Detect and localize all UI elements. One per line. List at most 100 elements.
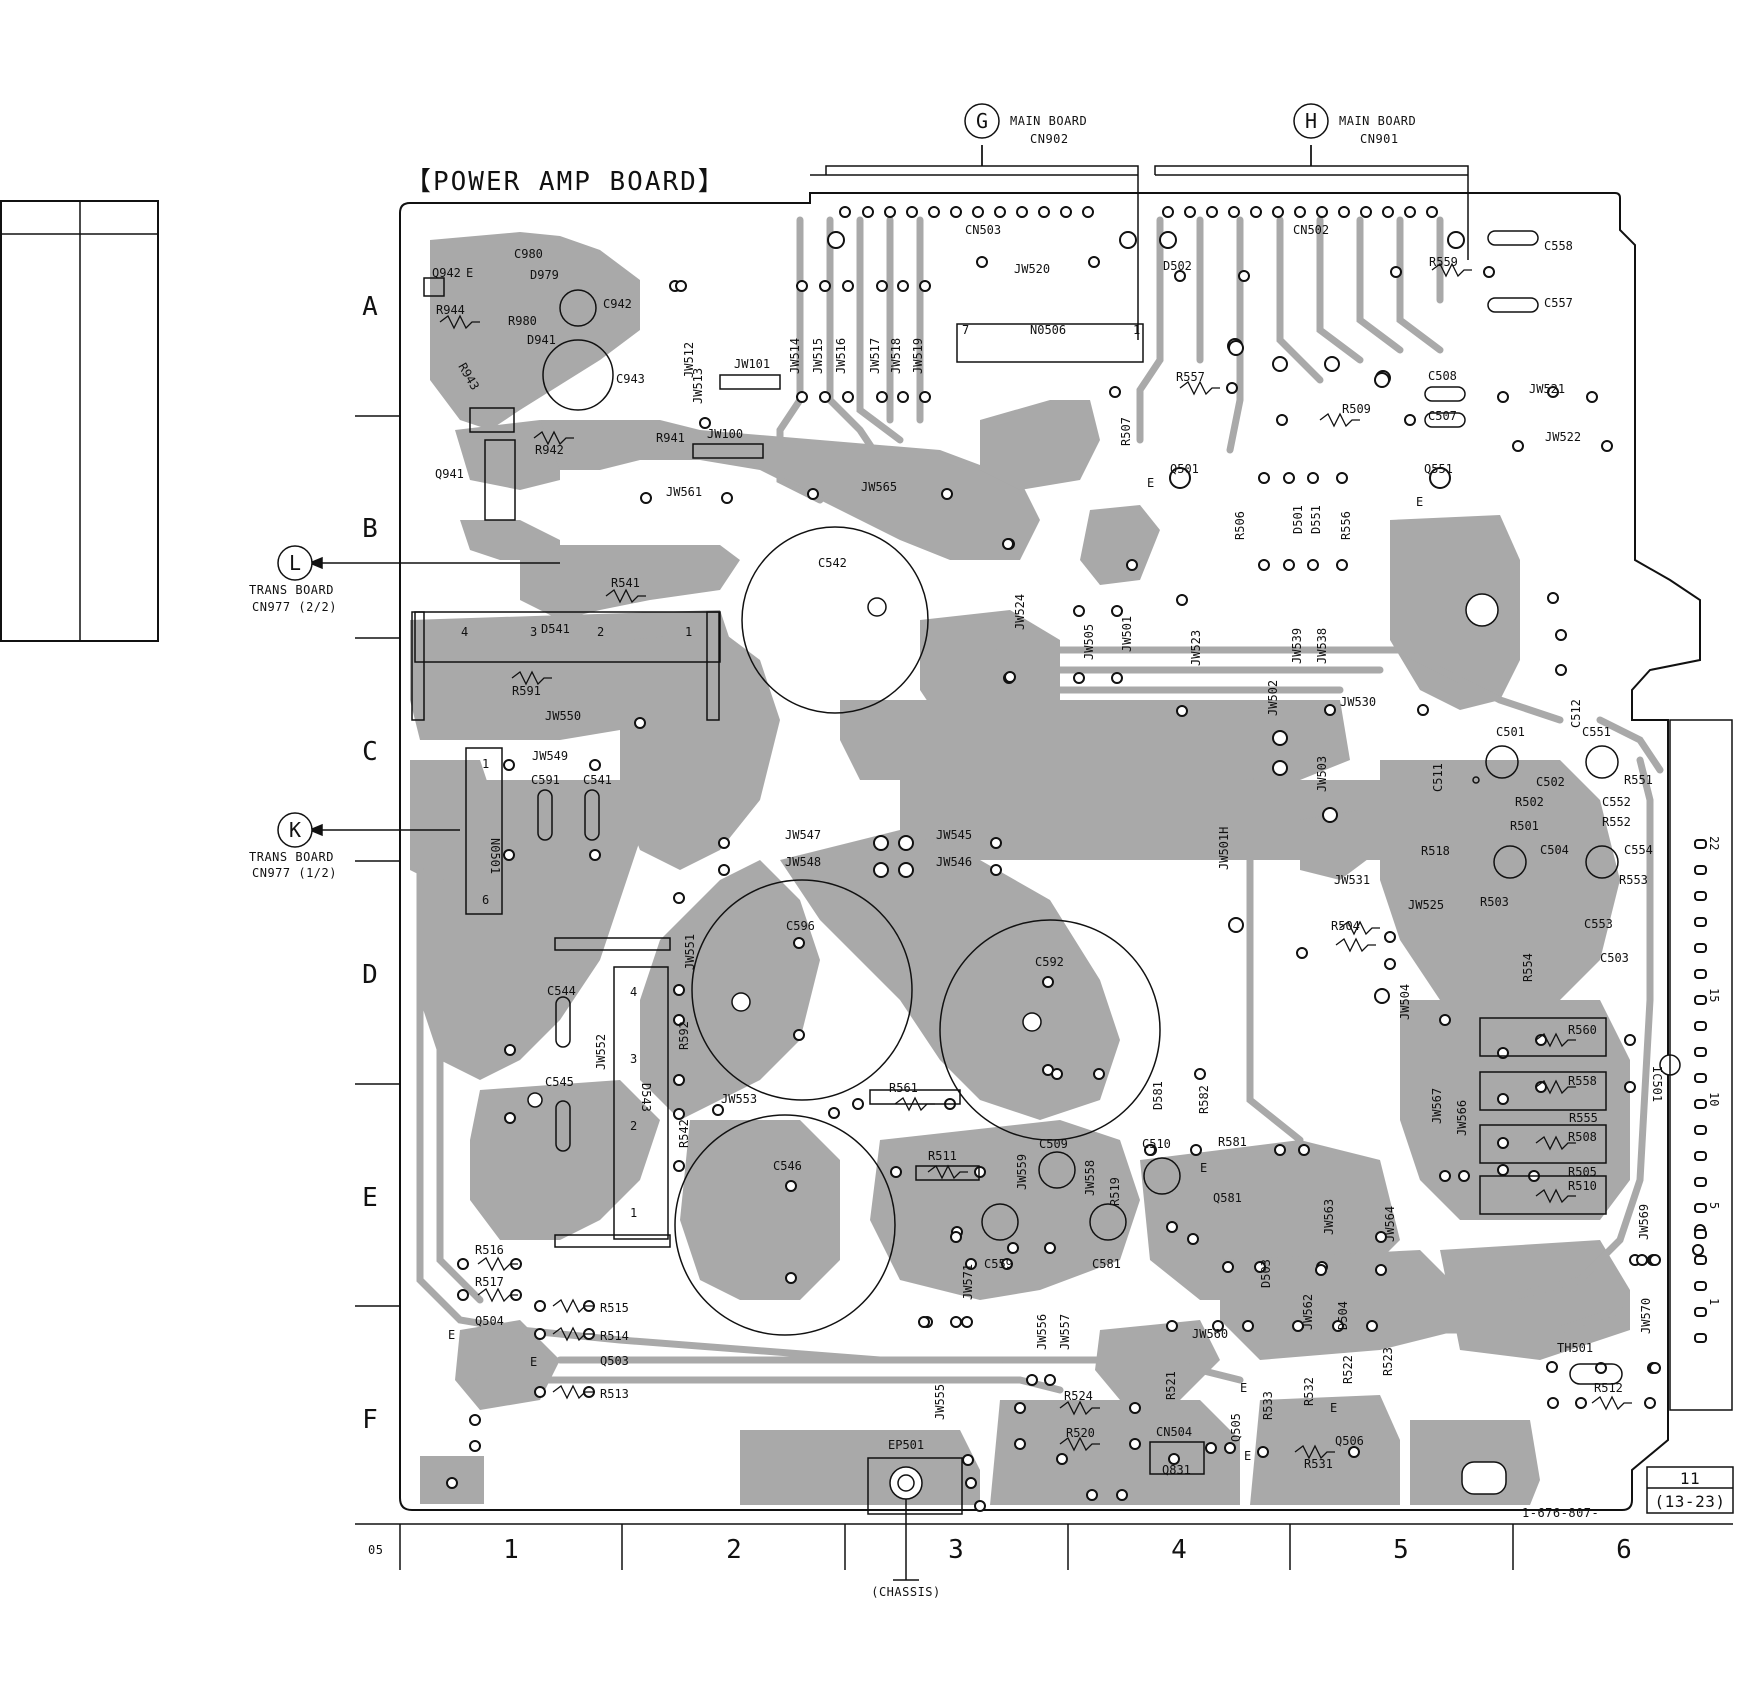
svg-text:TRANS BOARD: TRANS BOARD	[249, 583, 334, 597]
capacitor-labels: C980 C942 C943 C542 C591 C541 C596 C592 …	[514, 239, 1653, 1271]
svg-text:CN902: CN902	[1030, 132, 1069, 146]
svg-text:C596: C596	[786, 919, 815, 933]
svg-text:JW551: JW551	[683, 934, 697, 970]
svg-text:JW530: JW530	[1340, 695, 1376, 709]
svg-text:C942: C942	[603, 297, 632, 311]
svg-text:R556: R556	[1339, 511, 1353, 540]
svg-text:C504: C504	[1540, 843, 1569, 857]
svg-text:E: E	[362, 1183, 378, 1213]
svg-text:R582: R582	[1197, 1085, 1211, 1114]
svg-text:K: K	[289, 818, 301, 842]
svg-text:C557: C557	[1544, 296, 1573, 310]
svg-text:JW547: JW547	[785, 828, 821, 842]
svg-text:L: L	[289, 551, 301, 575]
svg-text:JW549: JW549	[532, 749, 568, 763]
svg-text:D502: D502	[1163, 259, 1192, 273]
connector-brackets	[810, 145, 1469, 340]
svg-text:R522: R522	[1341, 1355, 1355, 1384]
svg-text:E: E	[530, 1355, 537, 1369]
svg-text:C559: C559	[984, 1257, 1013, 1271]
pads	[446, 206, 1706, 1512]
svg-text:5: 5	[1393, 1535, 1409, 1565]
connection-g: G MAIN BOARD CN902	[964, 103, 1087, 146]
svg-text:TRANS BOARD: TRANS BOARD	[249, 850, 334, 864]
svg-text:C542: C542	[818, 556, 847, 570]
svg-text:1: 1	[630, 1206, 637, 1220]
svg-text:R980: R980	[508, 314, 537, 328]
svg-text:1: 1	[503, 1535, 519, 1565]
svg-text:JW561: JW561	[666, 485, 702, 499]
svg-text:R503: R503	[1480, 895, 1509, 909]
svg-text:D581: D581	[1151, 1081, 1165, 1110]
svg-text:D541: D541	[541, 622, 570, 636]
svg-text:JW521: JW521	[1529, 382, 1565, 396]
svg-text:R501: R501	[1510, 819, 1539, 833]
svg-text:JW567: JW567	[1430, 1088, 1444, 1124]
svg-text:JW565: JW565	[861, 480, 897, 494]
svg-text:R581: R581	[1218, 1135, 1247, 1149]
svg-text:R502: R502	[1515, 795, 1544, 809]
svg-text:D: D	[362, 960, 378, 990]
svg-text:3: 3	[630, 1052, 637, 1066]
svg-text:JW564: JW564	[1383, 1206, 1397, 1242]
svg-text:R542: R542	[677, 1119, 691, 1148]
svg-text:R517: R517	[475, 1275, 504, 1289]
svg-text:R508: R508	[1568, 1130, 1597, 1144]
svg-text:JW522: JW522	[1545, 430, 1581, 444]
svg-text:D504: D504	[1336, 1301, 1350, 1330]
svg-text:JW562: JW562	[1301, 1294, 1315, 1330]
svg-text:JW550: JW550	[545, 709, 581, 723]
svg-text:R560: R560	[1568, 1023, 1597, 1037]
svg-text:R942: R942	[535, 443, 564, 457]
svg-text:JW566: JW566	[1455, 1100, 1469, 1136]
resistor-labels: R944 R980 R943 R942 R941 R541 R591 R557 …	[436, 255, 1653, 1471]
svg-text:JW524: JW524	[1013, 594, 1027, 630]
svg-text:2: 2	[597, 625, 604, 639]
svg-text:C553: C553	[1584, 917, 1613, 931]
svg-text:7: 7	[962, 323, 969, 337]
svg-text:R515: R515	[600, 1301, 629, 1315]
svg-text:JW555: JW555	[933, 1384, 947, 1420]
svg-text:C551: C551	[1582, 725, 1611, 739]
part-number: 1-676-807-	[1522, 1506, 1599, 1520]
svg-text:Q503: Q503	[600, 1354, 629, 1368]
page-box: 11 (13-23)	[1646, 1466, 1734, 1514]
svg-text:R506: R506	[1233, 511, 1247, 540]
svg-text:R516: R516	[475, 1243, 504, 1257]
svg-text:R514: R514	[600, 1329, 629, 1343]
svg-text:JW569: JW569	[1637, 1204, 1651, 1240]
svg-text:C503: C503	[1600, 951, 1629, 965]
svg-text:C501: C501	[1496, 725, 1525, 739]
svg-text:CN502: CN502	[1293, 223, 1329, 237]
svg-text:F: F	[362, 1405, 378, 1435]
svg-text:JW517: JW517	[868, 338, 882, 374]
svg-text:C591: C591	[531, 773, 560, 787]
connection-arrows	[308, 145, 1312, 837]
connection-l: L TRANS BOARD CN977 (2/2)	[249, 545, 336, 614]
svg-text:R509: R509	[1342, 402, 1371, 416]
svg-text:1: 1	[1707, 1298, 1721, 1305]
svg-text:E: E	[466, 266, 473, 280]
svg-text:E: E	[1416, 495, 1423, 509]
svg-text:C545: C545	[545, 1075, 574, 1089]
capacitor-symbols	[559, 289, 1619, 1241]
emitter-marks: E E E E E E E E E	[448, 266, 1423, 1463]
svg-text:E: E	[448, 1328, 455, 1342]
svg-text:JW512: JW512	[682, 342, 696, 378]
svg-text:R512: R512	[1594, 1381, 1623, 1395]
svg-text:C544: C544	[547, 984, 576, 998]
svg-text:R944: R944	[436, 303, 465, 317]
column-labels: 1 2 3 4 5 6	[503, 1535, 1632, 1565]
svg-text:JW519: JW519	[911, 338, 925, 374]
svg-text:JW516: JW516	[834, 338, 848, 374]
svg-text:JW538: JW538	[1315, 628, 1329, 664]
svg-text:6: 6	[482, 893, 489, 907]
svg-text:JW556: JW556	[1035, 1314, 1049, 1350]
other-labels: EP501 TH501	[888, 1341, 1593, 1452]
svg-text:CN977 (1/2): CN977 (1/2)	[252, 866, 337, 880]
svg-text:C512: C512	[1569, 699, 1583, 728]
svg-text:R592: R592	[677, 1021, 691, 1050]
svg-text:E: E	[1147, 476, 1154, 490]
svg-text:(13-23): (13-23)	[1655, 1492, 1726, 1511]
svg-text:4: 4	[1171, 1535, 1187, 1565]
